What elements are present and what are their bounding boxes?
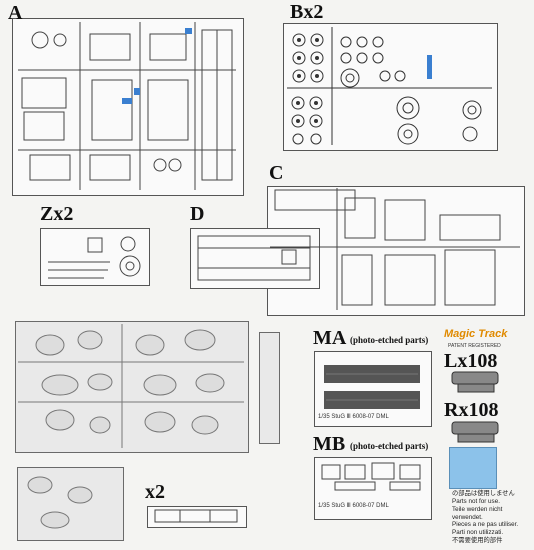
sprue-label-z: Zx2 bbox=[40, 203, 74, 225]
blue-part-a1 bbox=[185, 28, 192, 34]
sprue-label-b: Bx2 bbox=[290, 1, 324, 23]
blue-part-a3 bbox=[122, 98, 132, 104]
sprue-label-d: D bbox=[190, 203, 205, 225]
sprue-b-frame bbox=[283, 23, 498, 151]
magic-track-logo: Magic Track bbox=[444, 328, 508, 340]
note-line-cn: 不需要使用的部件 bbox=[452, 537, 503, 545]
note-line-it: Parti non utilizzati. bbox=[452, 529, 504, 537]
sprue-label-a: A bbox=[8, 2, 23, 24]
pe-mb-frame bbox=[314, 457, 432, 520]
note-line-de: Teile werden nicht verwendet. bbox=[452, 505, 503, 521]
sprue-d-frame bbox=[190, 228, 320, 289]
pe-ma-print: 1/35 StuG Ⅲ 6008-07 DML bbox=[318, 414, 389, 420]
pe-label-ma: MA bbox=[313, 327, 347, 349]
note-line-jp: の部品は使用しません bbox=[452, 490, 515, 497]
pe-sub-mb: (photo-etched parts) bbox=[350, 441, 429, 451]
sprue-a-frame bbox=[12, 18, 244, 196]
note-line-en: Parts not for use. bbox=[452, 497, 500, 505]
sprue-label-x2: x2 bbox=[145, 481, 165, 503]
track-label-lx: Lx108 bbox=[444, 350, 498, 372]
blue-part-b bbox=[427, 55, 432, 79]
sprue-long-frame bbox=[259, 332, 280, 444]
track-links bbox=[451, 371, 499, 443]
track-label-rx: Rx108 bbox=[444, 399, 499, 421]
blue-part-a2 bbox=[134, 88, 140, 95]
pe-mb-print: 1/35 StuG Ⅲ 6008-07 DML bbox=[318, 503, 389, 509]
pe-label-mb: MB bbox=[313, 433, 346, 455]
parts-not-for-use-note: の部品は使用しません Parts not for use. Teile werd… bbox=[452, 490, 532, 545]
pe-sub-ma: (photo-etched parts) bbox=[350, 335, 429, 345]
clear-parts-swatch bbox=[449, 447, 497, 489]
note-line-fr: Pieces a ne pas utiliser. bbox=[452, 521, 519, 529]
sprue-label-c: C bbox=[269, 162, 284, 184]
magic-track-patent: PATENT REGISTERED bbox=[448, 343, 501, 349]
pe-ma-mesh bbox=[324, 365, 420, 409]
pe-ma-frame bbox=[314, 351, 432, 427]
